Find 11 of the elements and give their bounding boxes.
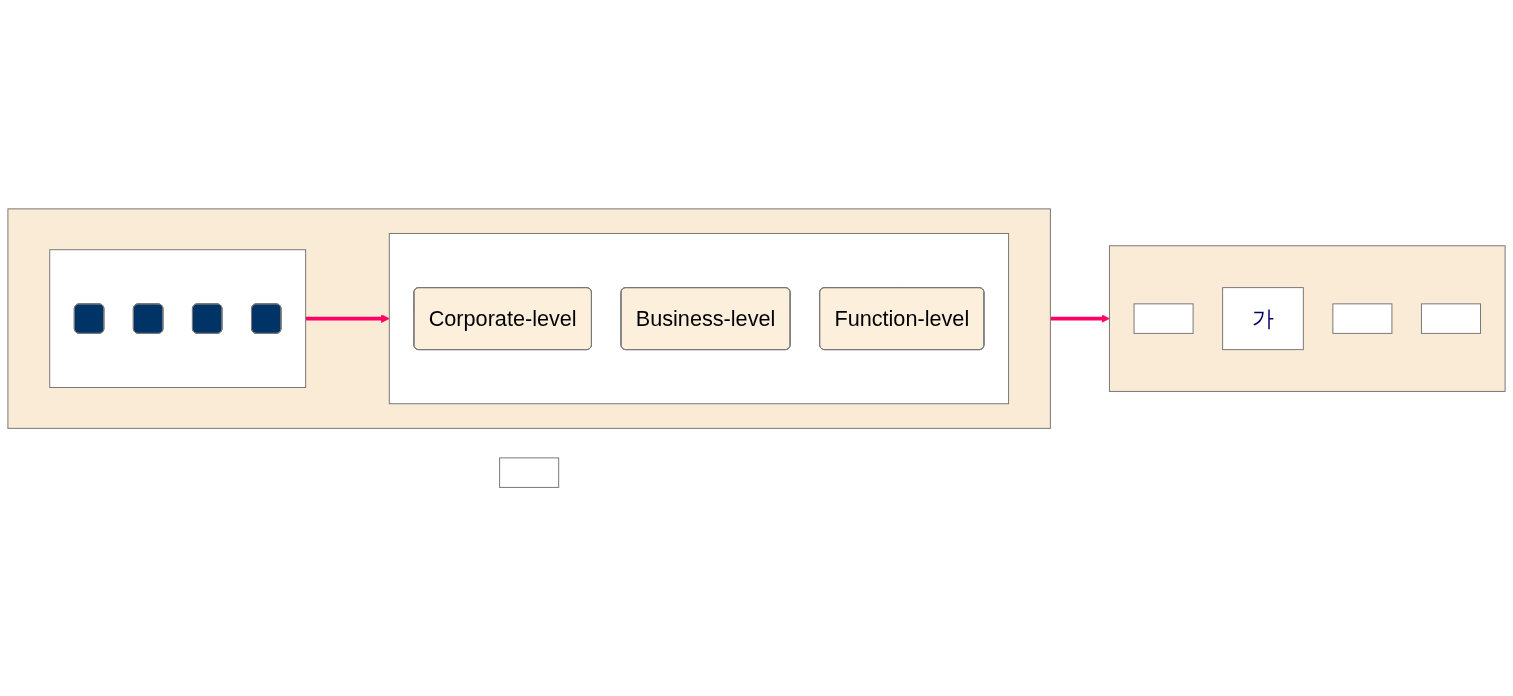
node-box xyxy=(1133,303,1194,334)
cluster xyxy=(49,249,307,388)
arrow xyxy=(305,314,390,323)
cluster xyxy=(1108,245,1506,392)
node-box xyxy=(499,457,560,488)
node-box xyxy=(1332,303,1393,334)
cluster xyxy=(388,232,1010,405)
cluster xyxy=(7,208,1051,429)
arrow xyxy=(1050,314,1110,323)
node-box xyxy=(1420,303,1481,334)
node-box: 가 xyxy=(1222,287,1304,350)
